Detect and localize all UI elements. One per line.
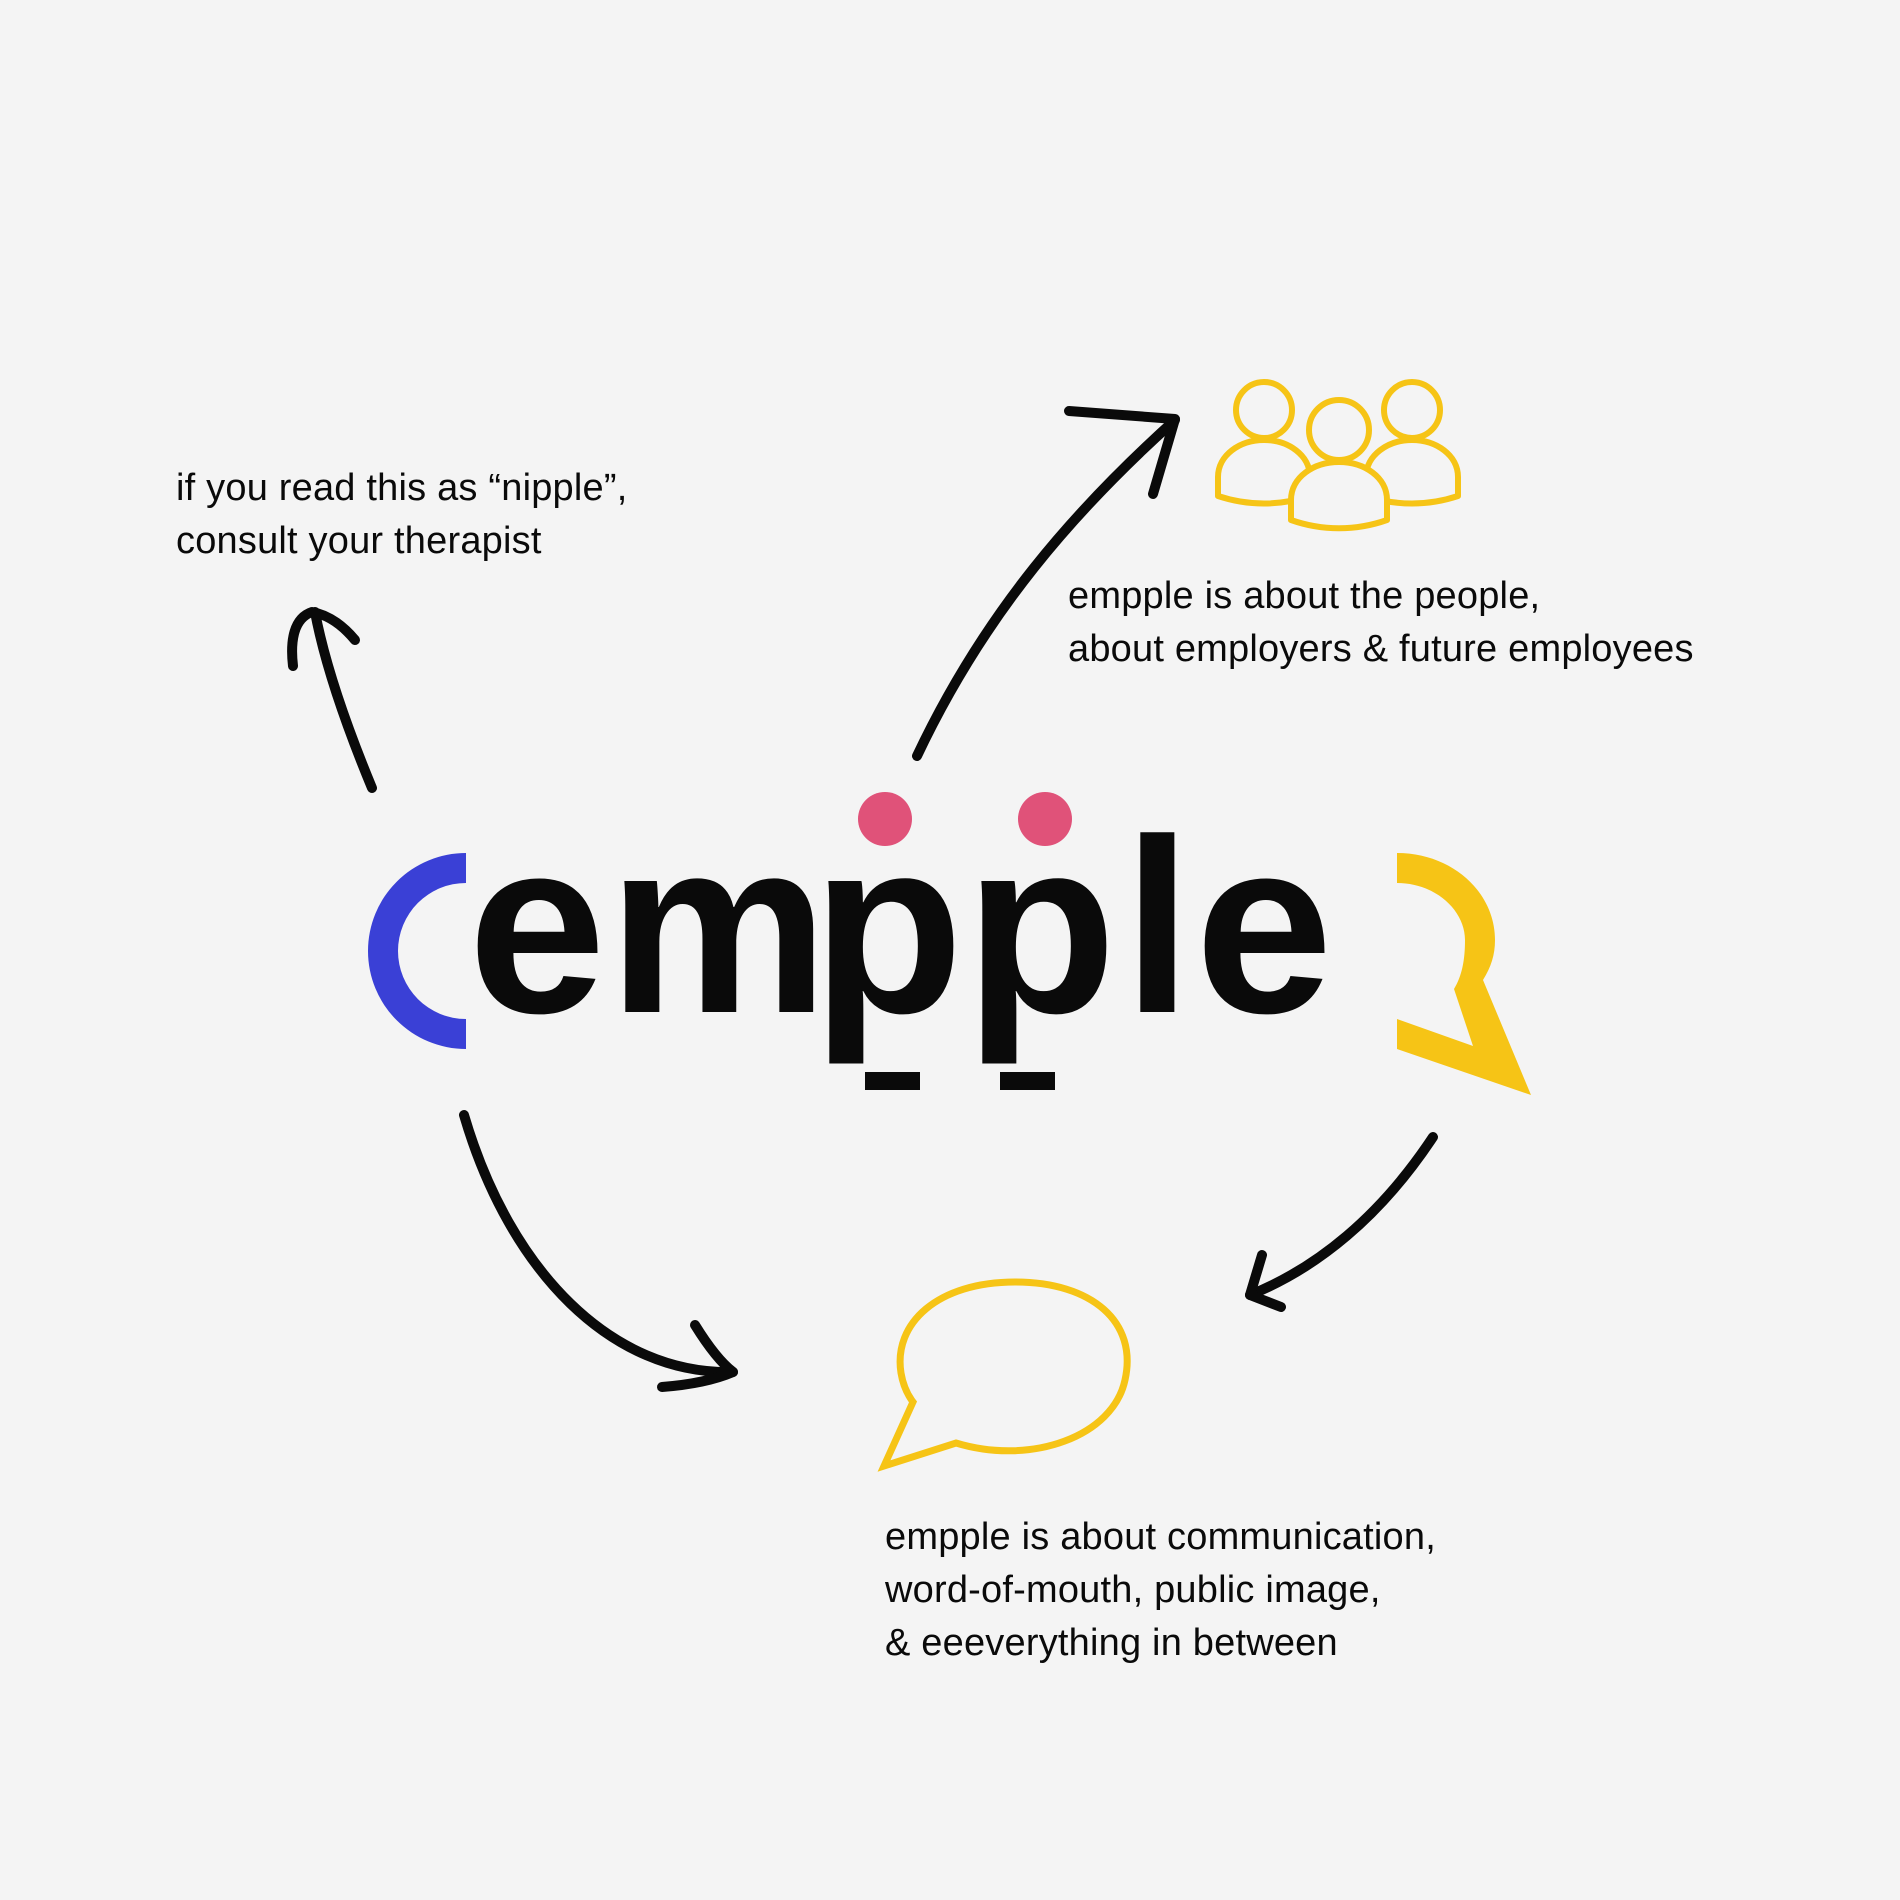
arrow-to-nipple-caption (287, 607, 377, 793)
arrow-left-to-speech (459, 1110, 738, 1392)
yellow-bracket (1397, 853, 1531, 1095)
caption-nipple-line-2: consult your therapist (176, 520, 542, 562)
caption-nipple-joke: if you read this as “nipple”, consult yo… (176, 462, 627, 568)
arrow-right-to-speech (1245, 1132, 1438, 1312)
speech-bubble-icon (877, 1278, 1131, 1472)
caption-communication-line-2: word-of-mouth, public image, (885, 1569, 1381, 1611)
caption-nipple-line-1: if you read this as “nipple”, (176, 467, 628, 509)
logo-letter-l: l (1123, 790, 1192, 1065)
logo-letter-m: m (608, 790, 829, 1065)
logo-letter-p2: p (965, 790, 1117, 1065)
blue-bracket (368, 853, 466, 1049)
people-group-icon (1215, 379, 1461, 532)
pink-dot-right (1018, 792, 1072, 846)
p2-serif (1000, 1072, 1055, 1090)
caption-people-line-1: empple is about the people, (1068, 575, 1541, 617)
caption-communication-line-1: empple is about communication, (885, 1516, 1436, 1558)
p1-serif (865, 1072, 920, 1090)
logo-letter-p1: p (812, 790, 964, 1065)
caption-communication: empple is about communication, word-of-m… (885, 1511, 1436, 1670)
caption-people-line-2: about employers & future employees (1068, 628, 1694, 670)
logo-letter-e2: e (1195, 790, 1333, 1065)
caption-communication-line-3: & eeeverything in between (885, 1622, 1338, 1664)
pink-dot-left (858, 792, 912, 846)
caption-people: empple is about the people, about employ… (1068, 570, 1694, 676)
empple-logo-graphic: e m p p l e (368, 790, 1531, 1095)
logo-letter-e1: e (468, 790, 606, 1065)
arrow-to-people (912, 406, 1180, 761)
empple-logo: e m p p l e (365, 790, 1550, 1100)
